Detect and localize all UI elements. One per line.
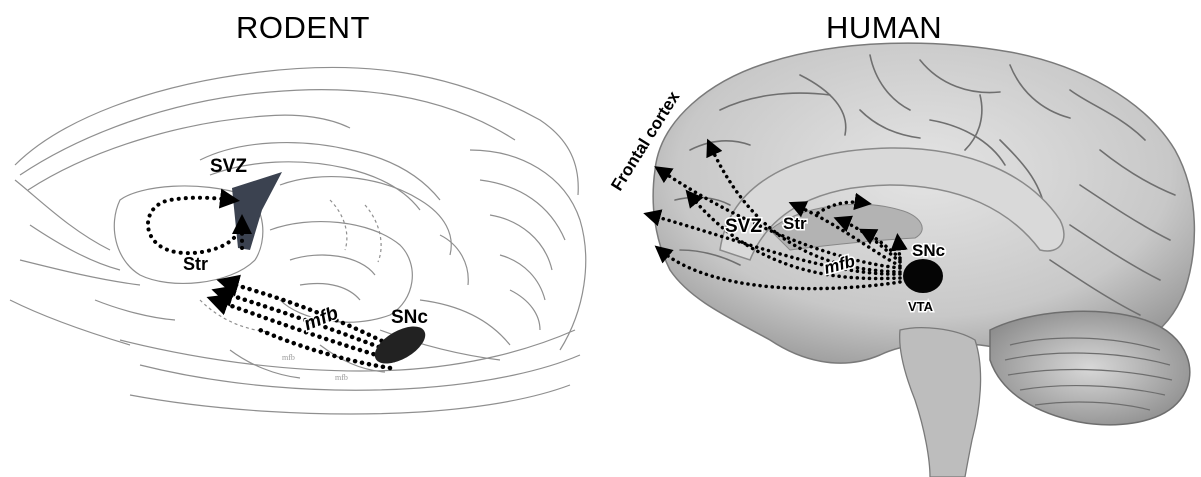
rodent-str-loop-path bbox=[148, 198, 238, 253]
rodent-atlas-small-label-1: mfb bbox=[282, 353, 295, 362]
rodent-panel: RODENT bbox=[0, 0, 600, 477]
human-diagram: Frontal cortex SVZ Str SNc mfb VTA bbox=[600, 0, 1201, 477]
rodent-str-label: Str bbox=[183, 254, 208, 274]
rodent-snc-label: SNc bbox=[391, 307, 428, 328]
rodent-diagram: SVZ Str mfb SNc mfb mfb bbox=[0, 0, 600, 477]
rodent-atlas-outline bbox=[10, 67, 586, 414]
human-svz-label: SVZ bbox=[725, 216, 762, 237]
human-brainstem bbox=[900, 328, 981, 477]
rodent-mfb-label: mfb bbox=[301, 303, 342, 336]
human-snc-label: SNc bbox=[912, 241, 945, 260]
rodent-svz-label: SVZ bbox=[210, 156, 247, 177]
human-vta-label: VTA bbox=[908, 299, 934, 314]
rodent-atlas-small-label-2: mfb bbox=[335, 373, 348, 382]
human-snc-vta-nucleus bbox=[903, 259, 943, 293]
human-panel: HUMAN bbox=[600, 0, 1201, 477]
human-brain-cerebellum bbox=[990, 311, 1190, 425]
rodent-svz-region bbox=[232, 172, 282, 250]
human-str-label: Str bbox=[783, 214, 807, 233]
